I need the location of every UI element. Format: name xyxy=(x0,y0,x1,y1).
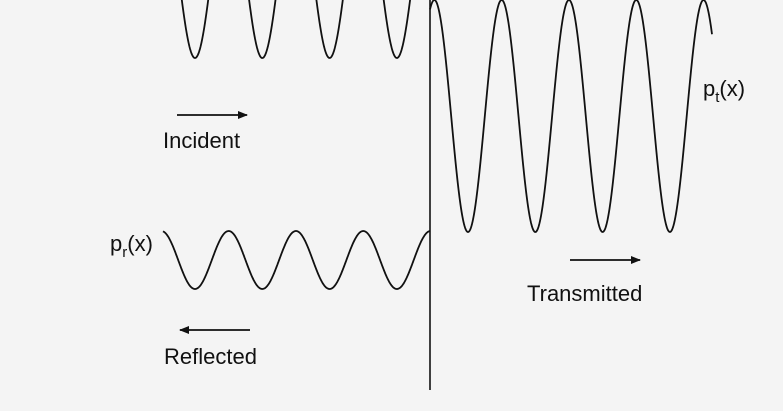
incident-label: Incident xyxy=(163,128,240,153)
reflected-wave xyxy=(162,230,431,290)
pr-label: pr(x) xyxy=(110,231,153,261)
pt-label: pt(x) xyxy=(703,76,745,106)
transmitted-label: Transmitted xyxy=(527,281,642,306)
transmitted-wave xyxy=(429,0,713,233)
incident-wave xyxy=(180,0,411,59)
reflected-label: Reflected xyxy=(164,344,257,369)
